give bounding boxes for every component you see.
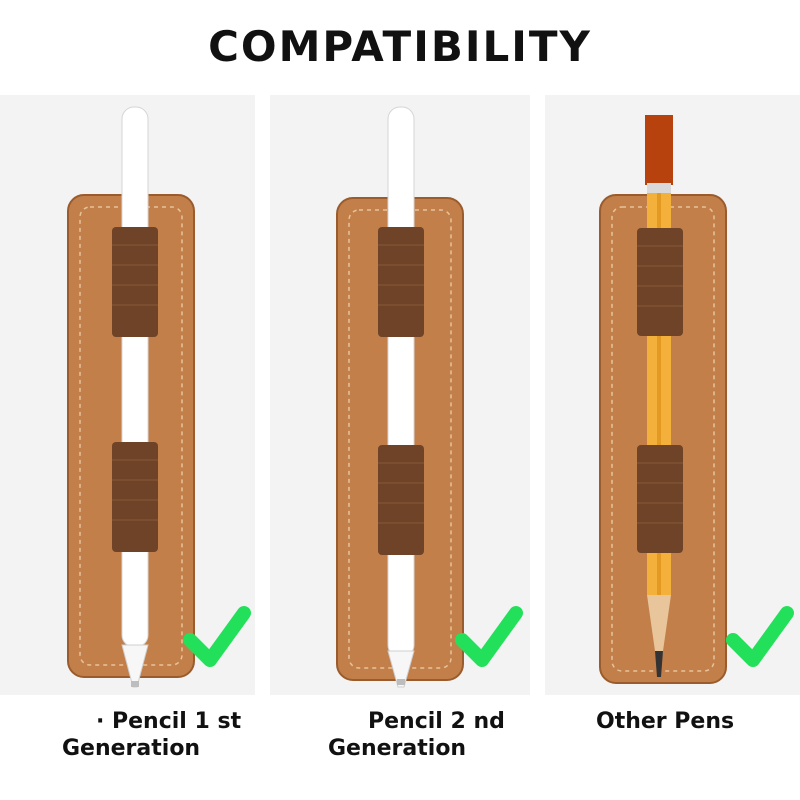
caption-item-1: · Pencil 1 st Generation xyxy=(62,708,241,762)
elastic-band-top xyxy=(112,227,158,337)
checkmark-icon xyxy=(726,606,794,667)
page-title: COMPATIBILITY xyxy=(208,22,592,71)
caption-item-3: Other Pens xyxy=(596,708,734,735)
product-panel-1 xyxy=(0,95,255,695)
apple-pencil-icon xyxy=(121,106,149,688)
checkmark-icon xyxy=(455,606,523,667)
holder-illustration-2 xyxy=(336,106,523,688)
caption-line-1: · Pencil 1 st xyxy=(96,709,242,734)
elastic-band-bottom xyxy=(637,445,683,553)
apple-pencil-icon xyxy=(387,106,415,688)
holder-illustration-1 xyxy=(67,106,251,688)
caption-line-2: Generation xyxy=(62,736,201,761)
wooden-pencil-icon xyxy=(645,115,673,677)
holder-illustration-3 xyxy=(599,115,794,684)
caption-line-2: Generation xyxy=(328,736,467,761)
elastic-band-top xyxy=(378,227,424,337)
product-panel-3 xyxy=(545,95,800,695)
caption-item-2: Pencil 2 nd Generation xyxy=(328,708,505,762)
checkmark-icon xyxy=(183,606,251,667)
caption-line-1: Other Pens xyxy=(596,709,735,734)
caption-line-1: Pencil 2 nd xyxy=(368,709,505,734)
elastic-band-top xyxy=(637,228,683,336)
elastic-band-bottom xyxy=(112,442,158,552)
elastic-band-bottom xyxy=(378,445,424,555)
product-panel-2 xyxy=(270,95,530,695)
